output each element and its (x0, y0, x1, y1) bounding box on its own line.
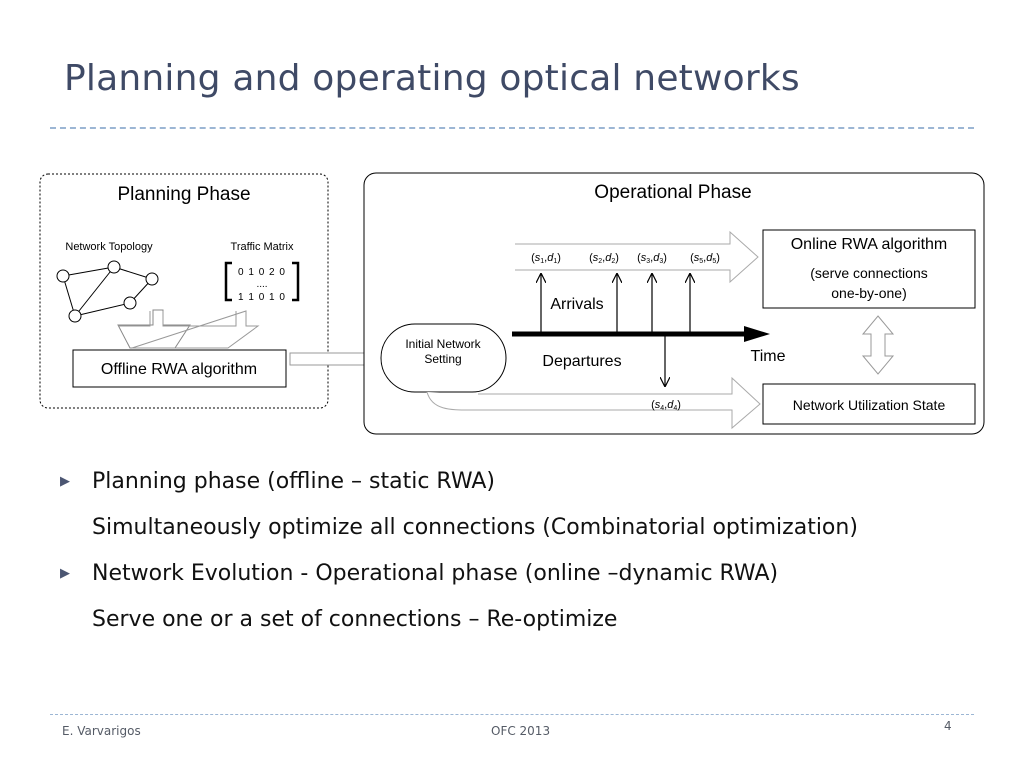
network-topology-label: Network Topology (65, 241, 153, 253)
initial-network-setting-label: Initial Network (405, 337, 481, 351)
departure-request: (s4,d4) (651, 399, 681, 412)
footer-conference: OFC 2013 (491, 724, 551, 738)
offline-algorithm-label: Offline RWA algorithm (101, 361, 257, 378)
online-algorithm-note: (serve connections (810, 265, 928, 281)
arrival-request: (s2,d2) (589, 252, 619, 265)
arrival-request: (s1,d1) (531, 252, 561, 265)
slide-title: Planning and operating optical networks (64, 58, 800, 99)
footer-author: E. Varvarigos (62, 724, 141, 738)
bullet-marker-icon: ▶ (60, 474, 70, 489)
time-label: Time (751, 348, 786, 365)
bidirectional-arrow (861, 315, 895, 375)
arrival-requests: (s1,d1) (s2,d2) (s3,d3) (s5,d5) (531, 252, 720, 265)
departures-arrow (426, 376, 761, 430)
bullet-item: ▶ Network Evolution - Operational phase … (60, 556, 980, 602)
bullet-item: ▶ Planning phase (offline – static RWA) (60, 464, 980, 510)
bullet-item: Simultaneously optimize all connections … (60, 510, 980, 556)
bullet-text: Simultaneously optimize all connections … (92, 515, 858, 540)
arrival-request: (s5,d5) (690, 252, 720, 265)
arrivals-label: Arrivals (550, 296, 603, 313)
matrix-row: 0 1 0 2 0 (238, 267, 286, 278)
traffic-matrix-label: Traffic Matrix (231, 241, 294, 253)
topology-node (123, 296, 137, 310)
topology-node (68, 309, 82, 323)
matrix-row: .... (256, 279, 267, 290)
utilization-state-box (762, 383, 976, 425)
traffic-matrix: 0 1 0 2 0 .... 1 1 0 1 0 (224, 261, 300, 303)
title-divider (50, 127, 974, 129)
bullet-item: Serve one or a set of connections – Re-o… (60, 602, 980, 648)
utilization-state-label: Network Utilization State (793, 397, 946, 413)
operational-phase-title: Operational Phase (594, 182, 751, 203)
planning-phase-title: Planning Phase (117, 184, 250, 205)
converge-arrow (118, 310, 260, 349)
matrix-row: 1 1 0 1 0 (238, 292, 286, 303)
bullet-text: Network Evolution - Operational phase (o… (92, 561, 779, 586)
online-algorithm-note: one-by-one) (831, 285, 907, 301)
online-algorithm-label: Online RWA algorithm (791, 236, 948, 253)
matrix-to-algorithm-arrow (205, 308, 256, 348)
time-axis-arrowhead (744, 326, 770, 342)
departures-label: Departures (542, 353, 621, 370)
matrix-right-bracket (292, 261, 300, 302)
network-topology-graph (56, 260, 159, 323)
matrix-left-bracket (224, 261, 232, 302)
online-algorithm-box (762, 229, 976, 309)
topology-node (145, 272, 159, 286)
topology-node (56, 269, 70, 283)
footer-divider (50, 714, 974, 715)
bullet-text: Serve one or a set of connections – Re-o… (92, 607, 618, 632)
offline-algorithm-box (72, 349, 287, 388)
bullet-marker-icon: ▶ (60, 566, 70, 581)
arrival-request: (s3,d3) (637, 252, 667, 265)
bullet-list: ▶ Planning phase (offline – static RWA) … (60, 464, 980, 648)
bullet-text: Planning phase (offline – static RWA) (92, 469, 496, 494)
arrivals-arrow (515, 230, 759, 284)
initial-network-setting-label: Setting (424, 352, 461, 366)
page-number: 4 (944, 719, 952, 733)
initial-network-setting-node (380, 323, 507, 393)
topology-node (107, 260, 121, 274)
